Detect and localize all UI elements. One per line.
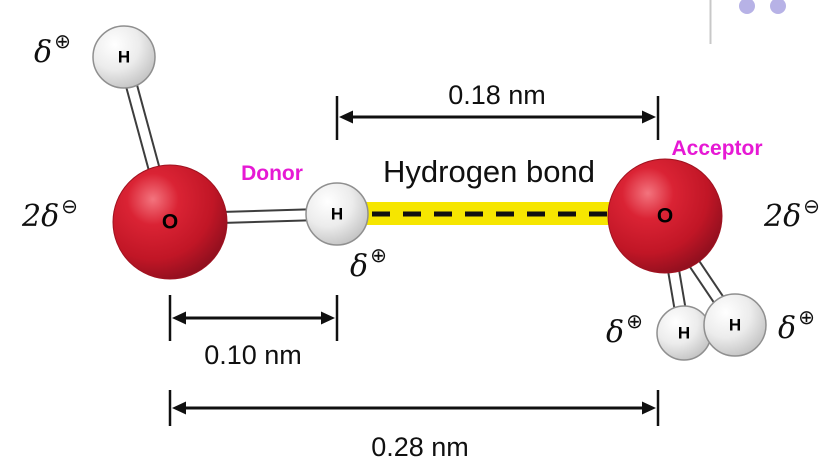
charge-label-delta-plus: δ⊕	[350, 243, 387, 284]
measurement-hydrogen-bond-length: 0.18 nm	[335, 80, 660, 140]
oxygen-atom	[112, 164, 228, 280]
hydrogen-atom	[703, 293, 767, 357]
hydrogen-bond-label: Hydrogen bond	[383, 154, 595, 189]
viewer-chrome	[709, 0, 786, 44]
distance-label: 0.18 nm	[448, 80, 546, 110]
measurement-covalent-oh-length: 0.10 nm	[168, 295, 339, 370]
acceptor-role-label: Acceptor	[671, 137, 762, 160]
arrow-head-icon	[172, 401, 186, 415]
charge-label-delta-plus: δ⊕	[34, 29, 71, 70]
distance-label: 0.28 nm	[371, 432, 469, 462]
hydrogen-atom-label: H	[118, 48, 130, 67]
oxygen-atom-label: O	[657, 205, 673, 228]
hydrogen-atom-label: H	[678, 324, 690, 343]
hydrogen-atom	[305, 182, 369, 246]
hydrogen-atom-label: H	[729, 316, 741, 335]
nav-dot-icon[interactable]	[770, 0, 786, 14]
donor-role-label: Donor	[241, 162, 303, 185]
hydrogen-bond-highlight	[364, 202, 612, 225]
arrow-head-icon	[642, 110, 656, 124]
arrow-head-icon	[172, 311, 186, 325]
water-molecule-acceptor: O H H 2δ⊖ δ⊕ δ⊕ Acceptor	[606, 137, 820, 361]
charge-label-delta-plus: δ⊕	[606, 309, 643, 350]
charge-label-2delta-minus: 2δ⊖	[763, 194, 820, 234]
distance-label: 0.10 nm	[204, 340, 302, 370]
arrow-head-icon	[642, 401, 656, 415]
charge-label-delta-plus: δ⊕	[778, 305, 815, 346]
arrow-head-icon	[339, 110, 353, 124]
oxygen-atom-label: O	[162, 211, 178, 234]
charge-label-2delta-minus: 2δ⊖	[21, 194, 78, 234]
hydrogen-atom-label: H	[331, 205, 343, 224]
hydrogen-atom	[92, 25, 156, 89]
measurement-oxygen-oxygen-distance: 0.28 nm	[168, 390, 660, 462]
arrow-head-icon	[321, 311, 335, 325]
oxygen-atom	[607, 158, 723, 274]
water-molecule-donor: O H H 2δ⊖ δ⊕ δ⊕ Donor	[21, 25, 387, 284]
nav-dot-icon[interactable]	[739, 0, 755, 14]
